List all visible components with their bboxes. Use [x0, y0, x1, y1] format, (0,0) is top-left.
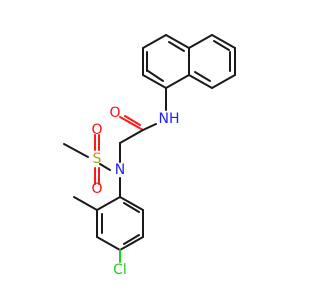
bond-carbonyl-ch2 [119, 129, 144, 144]
bond-carbonyl-o-double [124, 115, 141, 126]
bond [142, 74, 167, 89]
bond [96, 196, 121, 211]
bond-double-inner [147, 70, 164, 82]
bond [188, 34, 213, 49]
bond-double-inner [194, 71, 211, 82]
bond [119, 236, 144, 251]
bond [165, 34, 190, 49]
bond-s-methyl [63, 143, 89, 158]
bond-double-inner [213, 40, 230, 51]
molecule-structure-diagram: NH O N S O O Cl [63, 34, 236, 278]
atom-label-carbonyl-o: O [109, 105, 120, 121]
bond-double-inner [123, 202, 140, 213]
bond [211, 34, 236, 49]
bond-n-s [99, 163, 111, 171]
bond-nh-carbonyl [142, 123, 157, 131]
atom-label-amide-nh: NH [159, 111, 180, 127]
atom-label-sulfonamide-n: N [115, 162, 125, 178]
bond [96, 236, 121, 251]
bond [211, 74, 236, 89]
bond-double-inner [168, 41, 185, 52]
atom-label-sulfur: S [93, 151, 102, 167]
bond-double-inner [123, 234, 140, 245]
bond [119, 196, 144, 211]
naphthalene-group [142, 34, 236, 89]
chlorotolyl-ring [96, 196, 144, 251]
atom-label-chlorine: Cl [113, 262, 127, 278]
bond-carbonyl-o [119, 116, 144, 131]
bond-ring-methyl [73, 196, 98, 211]
bond [142, 34, 167, 49]
bond [188, 74, 213, 89]
atom-label-sulfonyl-o-top: O [91, 122, 102, 138]
atom-label-sulfonyl-o-bottom: O [91, 181, 102, 197]
bond [165, 74, 190, 89]
